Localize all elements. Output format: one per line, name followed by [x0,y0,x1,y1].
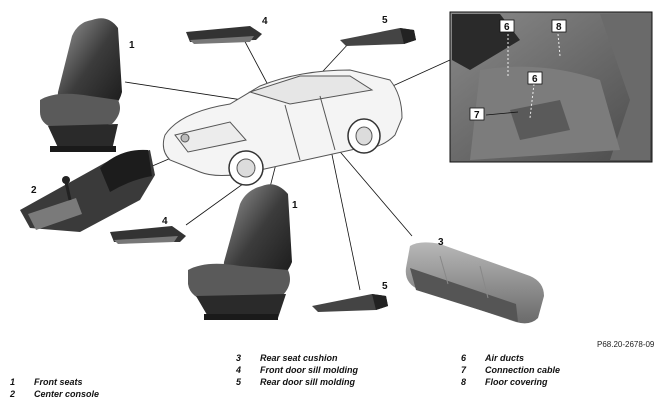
legend-number: 7 [461,365,467,375]
callout-5-top: 5 [382,15,388,26]
legend-text: Front seats [34,377,83,387]
callout-4-mid: 4 [162,216,168,227]
rear-seat-cushion-illustration [405,242,544,324]
legend-text: Front door sill molding [260,365,358,375]
rear-door-sill-bottom-illustration [312,294,388,312]
callout-4-top: 4 [262,16,268,27]
center-console-illustration [20,149,155,232]
legend-item-8: 8 Floor covering [461,377,601,388]
legend-number: 3 [236,353,242,363]
rear-door-sill-top-illustration [340,28,416,46]
front-seat-illustration-top [40,18,122,152]
legend-number: 5 [236,377,242,387]
legend-number: 2 [10,389,16,399]
legend-item-6: 6 Air ducts [461,353,601,364]
legend-text: Floor covering [485,377,548,387]
callouts: 1 1 2 3 4 4 5 5 6 8 6 7 [31,15,562,292]
callout-5-bottom: 5 [382,281,388,292]
legend-item-2: 2 Center console [10,389,130,400]
legend-number: 6 [461,353,467,363]
callout-1-mid: 1 [292,200,298,211]
legend-item-3: 3 Rear seat cushion [236,353,396,364]
callout-inset-7: 7 [474,110,480,121]
callout-1-top: 1 [129,40,135,51]
floor-inset-photo [449,11,653,163]
figure-code: P68.20-2678-09 [597,340,655,349]
car-illustration [162,69,403,186]
legend-text: Center console [34,389,100,399]
legend-text: Connection cable [485,365,561,375]
legend-item-5: 5 Rear door sill molding [236,377,396,388]
callout-inset-8: 8 [556,22,562,33]
callout-2: 2 [31,185,37,196]
front-door-sill-top-illustration [186,26,262,44]
front-seat-illustration-mid [188,184,292,320]
front-door-sill-mid-illustration [110,226,186,244]
legend-text: Air ducts [485,353,525,363]
legend-text: Rear seat cushion [260,353,338,363]
callout-inset-6a: 6 [504,22,510,33]
legend-number: 4 [236,365,242,375]
legend-number: 1 [10,377,16,387]
legend-item-1: 1 Front seats [10,377,130,388]
legend-text: Rear door sill molding [260,377,356,387]
legend-number: 8 [461,377,467,387]
legend-item-4: 4 Front door sill molding [236,365,396,376]
callout-3: 3 [438,237,444,248]
legend-item-7: 7 Connection cable [461,365,601,376]
callout-inset-6b: 6 [532,74,538,85]
